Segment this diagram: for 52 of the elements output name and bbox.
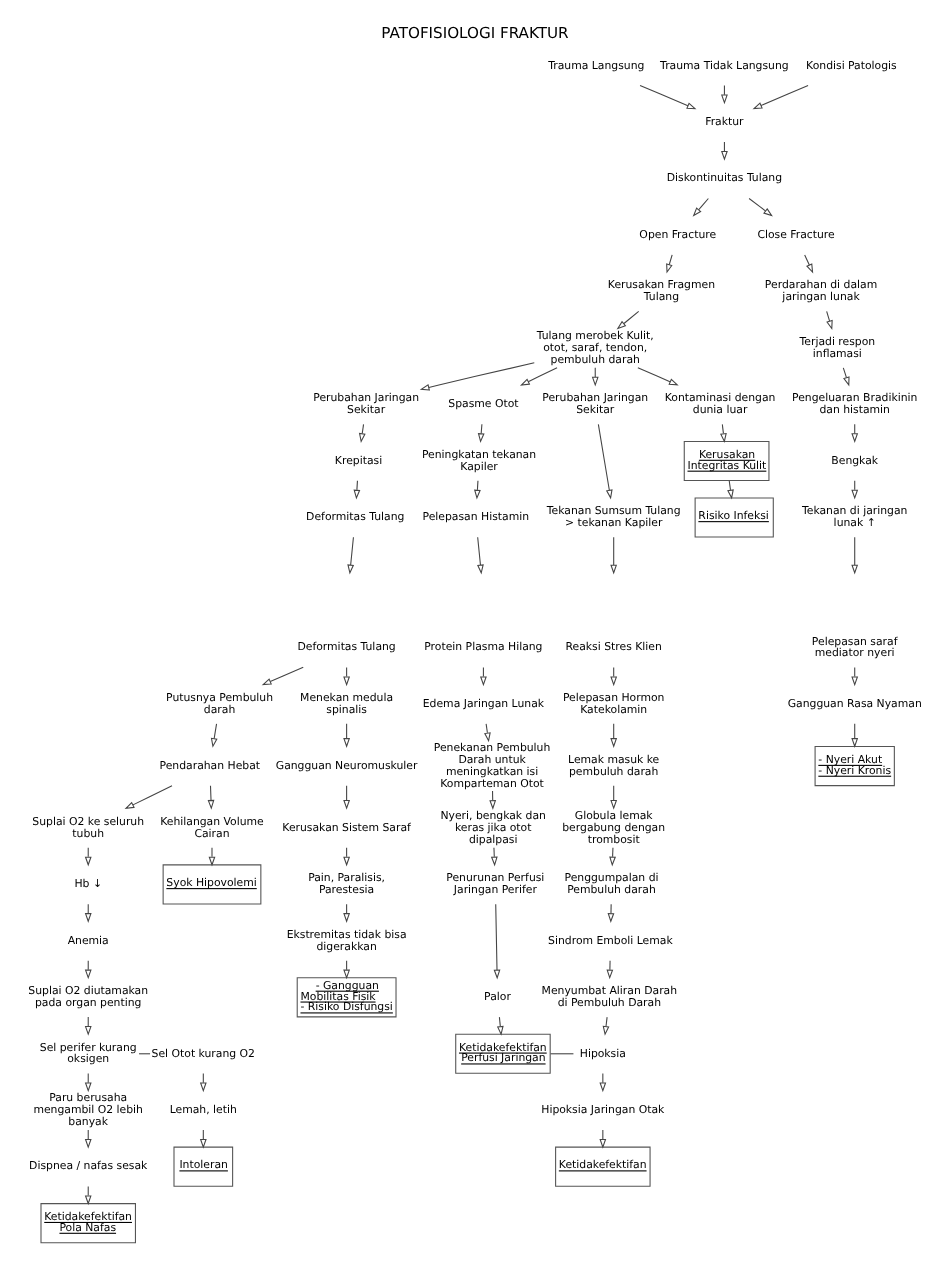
arrow [726,480,733,500]
arrow [596,423,612,500]
arrow [638,84,696,110]
arrow [606,903,614,923]
arrow [492,903,500,980]
arrow [518,367,557,386]
arrow [83,1185,91,1206]
arrow [665,254,672,274]
arrow [747,197,772,217]
arrow [488,790,496,810]
arrow [850,480,858,500]
connector [137,1053,150,1055]
arrow [605,960,613,980]
arrow [495,1016,503,1036]
arrow [636,367,678,386]
arrow [260,666,303,686]
arrow [346,536,354,575]
arrow [473,480,480,500]
connector [549,1053,573,1055]
arrow [850,536,858,575]
arrow [418,362,534,391]
arrow [123,785,172,810]
arrow [598,1129,606,1149]
arrow [352,480,360,500]
arrow [590,367,598,387]
arrow [608,847,616,867]
arrow [207,847,215,867]
arrow [83,1016,91,1036]
arrow [609,536,617,575]
arrow [476,536,483,575]
arrow [601,1016,609,1036]
arrow [483,723,490,743]
arrow [751,84,808,110]
arrow [209,723,217,748]
arrow [803,254,813,274]
arrow [825,310,832,331]
arrow [83,1129,91,1149]
arrow [198,1129,206,1149]
arrow [719,423,726,444]
arrow [841,367,849,387]
arrow [615,310,639,330]
arrow [489,847,497,867]
arrow [691,197,708,217]
arrow [850,423,858,444]
arrow [357,423,365,444]
arrow [476,423,484,444]
arrow [342,903,350,923]
arrow [83,903,91,923]
arrow [720,141,727,161]
arrow [342,847,350,867]
arrow [83,847,91,867]
arrow [206,785,214,810]
